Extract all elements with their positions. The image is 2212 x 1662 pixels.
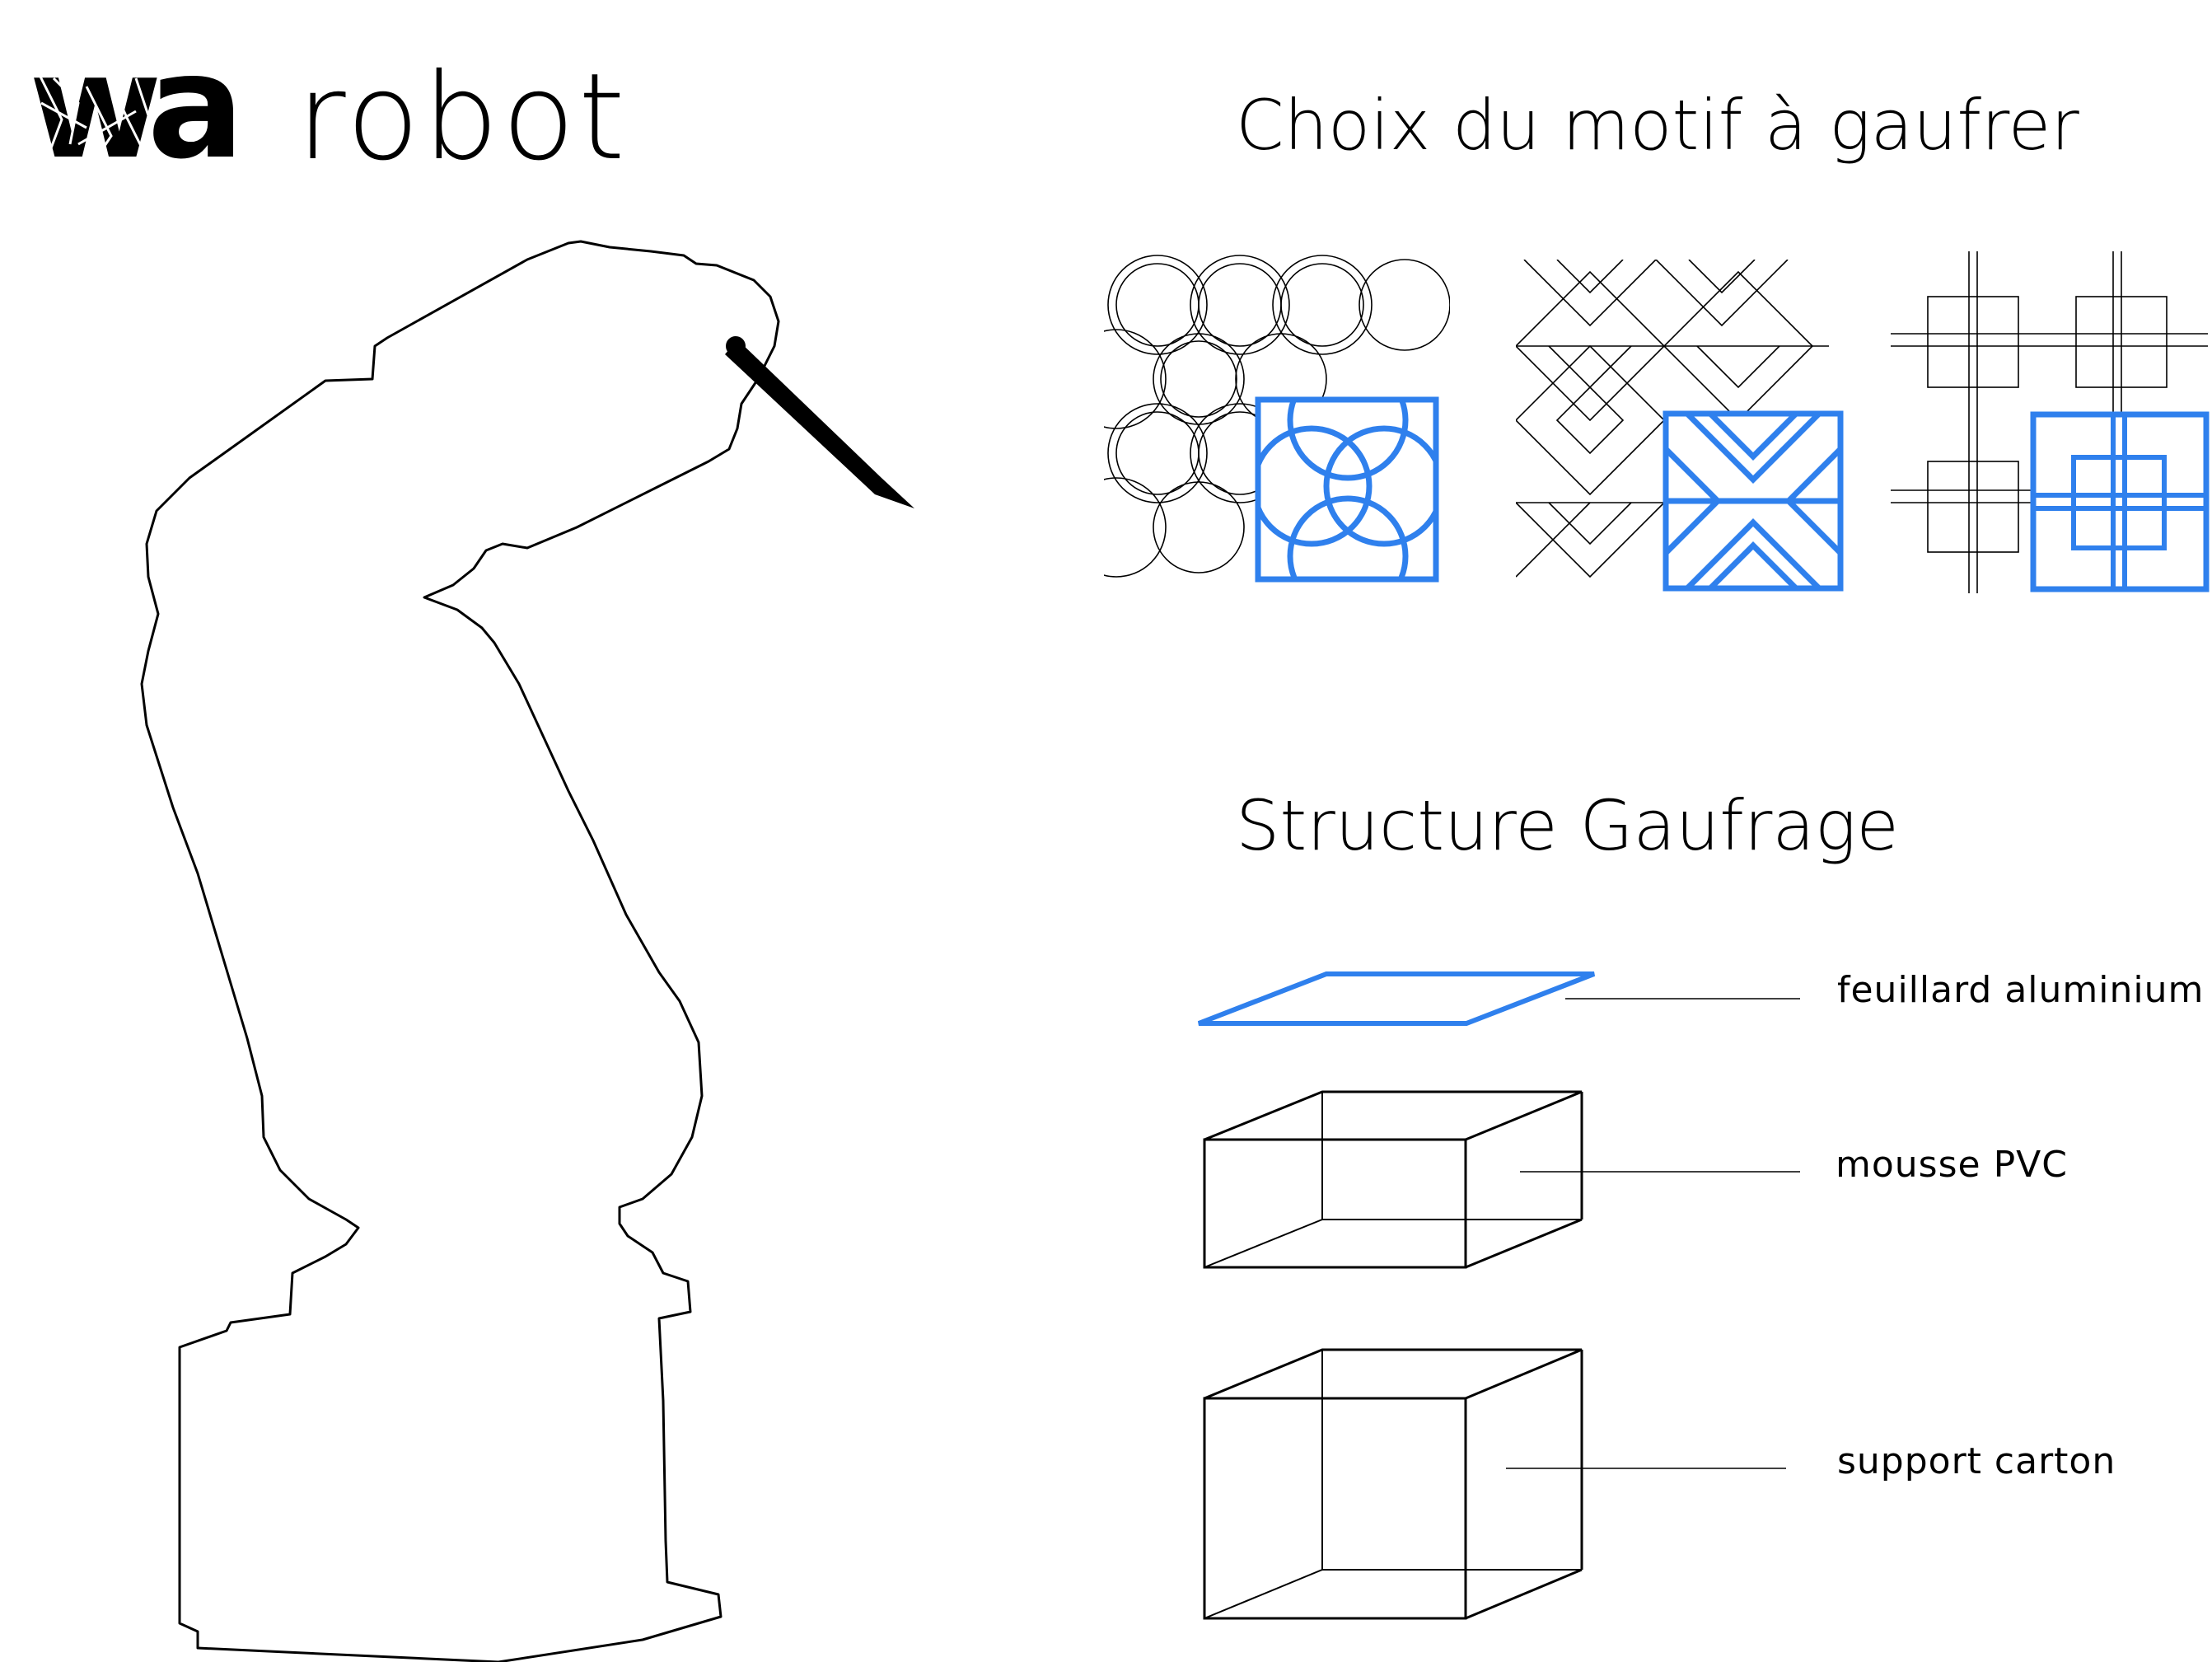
crosses-motif[interactable] (1891, 251, 2212, 597)
logo-mark-text: wa (29, 45, 234, 169)
crosses-pattern-graphic (1891, 251, 2210, 593)
pvc-foam-box[interactable] (1203, 1090, 1583, 1269)
robot-arm-outline (140, 240, 780, 1662)
layer-label-aluminium: feuillard aluminium (1837, 969, 2205, 1011)
diamonds-pattern-graphic (1514, 259, 1844, 592)
wa-logo-graphic: wa (29, 24, 249, 191)
circles-motif[interactable] (1066, 239, 1451, 593)
wa-logo-mark: wa (29, 24, 276, 191)
aluminium-sheet-shape[interactable] (1197, 971, 1596, 1026)
circles-pattern-graphic (1066, 255, 1451, 583)
logo-cracks (35, 69, 154, 162)
logo-word: robot (297, 48, 629, 187)
pen-tool (725, 336, 914, 508)
cardboard-support-box[interactable] (1203, 1348, 1583, 1620)
diamonds-motif[interactable] (1514, 259, 1845, 597)
layer-label-pvc: mousse PVC (1836, 1144, 2068, 1186)
motif-choice-heading: Choix du motif à gaufrer (1236, 85, 2079, 166)
structure-heading: Structure Gaufrage (1236, 785, 1899, 866)
layer-label-cardboard: support carton (1837, 1440, 2116, 1482)
